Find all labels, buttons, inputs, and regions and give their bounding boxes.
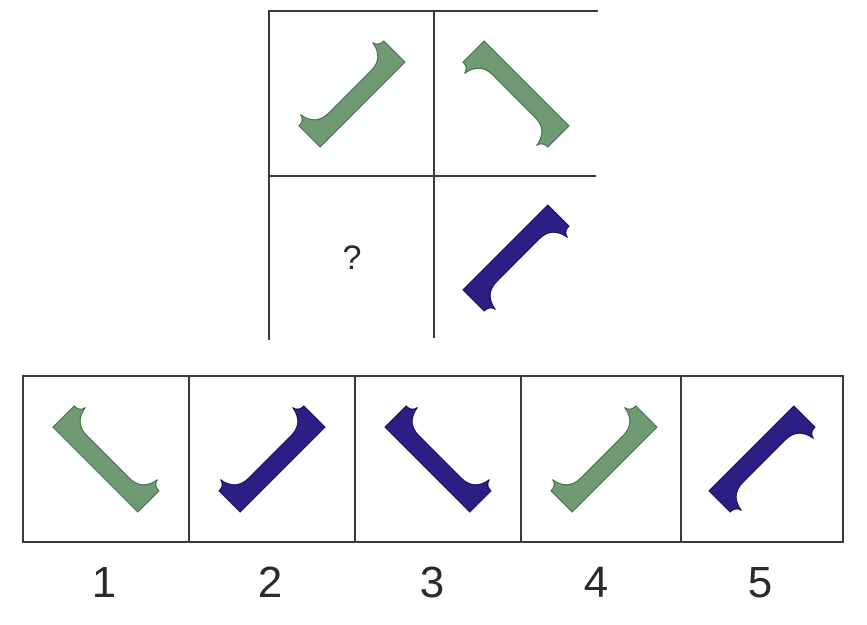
option-4-number: 4 bbox=[583, 558, 609, 607]
grid-cell-top-left bbox=[270, 12, 434, 176]
grid-cell-top-right bbox=[434, 12, 598, 176]
option-3-number: 3 bbox=[419, 558, 445, 607]
shape-blue-curved-bar bbox=[708, 405, 816, 513]
shape-blue-curved-bar bbox=[462, 204, 570, 312]
grid-divider-horizontal bbox=[270, 175, 596, 177]
option-2-number: 2 bbox=[257, 558, 283, 607]
option-1-number: 1 bbox=[91, 558, 117, 607]
shape-green-curved-bar bbox=[550, 405, 658, 513]
option-divider bbox=[354, 377, 356, 541]
option-divider bbox=[680, 377, 682, 541]
option-2-cell[interactable] bbox=[190, 377, 354, 541]
option-5-cell[interactable] bbox=[682, 377, 846, 541]
shape-blue-curved-bar bbox=[384, 405, 492, 513]
option-3-cell[interactable] bbox=[356, 377, 520, 541]
option-divider bbox=[520, 377, 522, 541]
option-divider bbox=[188, 377, 190, 541]
option-5-number: 5 bbox=[747, 558, 773, 607]
question-mark: ? bbox=[342, 238, 362, 277]
shape-blue-curved-bar bbox=[218, 405, 326, 513]
answer-options-strip bbox=[22, 375, 844, 543]
grid-cell-bottom-left: ? bbox=[270, 176, 434, 340]
shape-green-curved-bar bbox=[462, 40, 570, 148]
grid-cell-bottom-right bbox=[434, 176, 598, 340]
option-1-cell[interactable] bbox=[24, 377, 188, 541]
shape-green-curved-bar bbox=[52, 405, 160, 513]
option-4-cell[interactable] bbox=[522, 377, 686, 541]
puzzle-grid: ? bbox=[268, 10, 598, 340]
shape-green-curved-bar bbox=[298, 40, 406, 148]
